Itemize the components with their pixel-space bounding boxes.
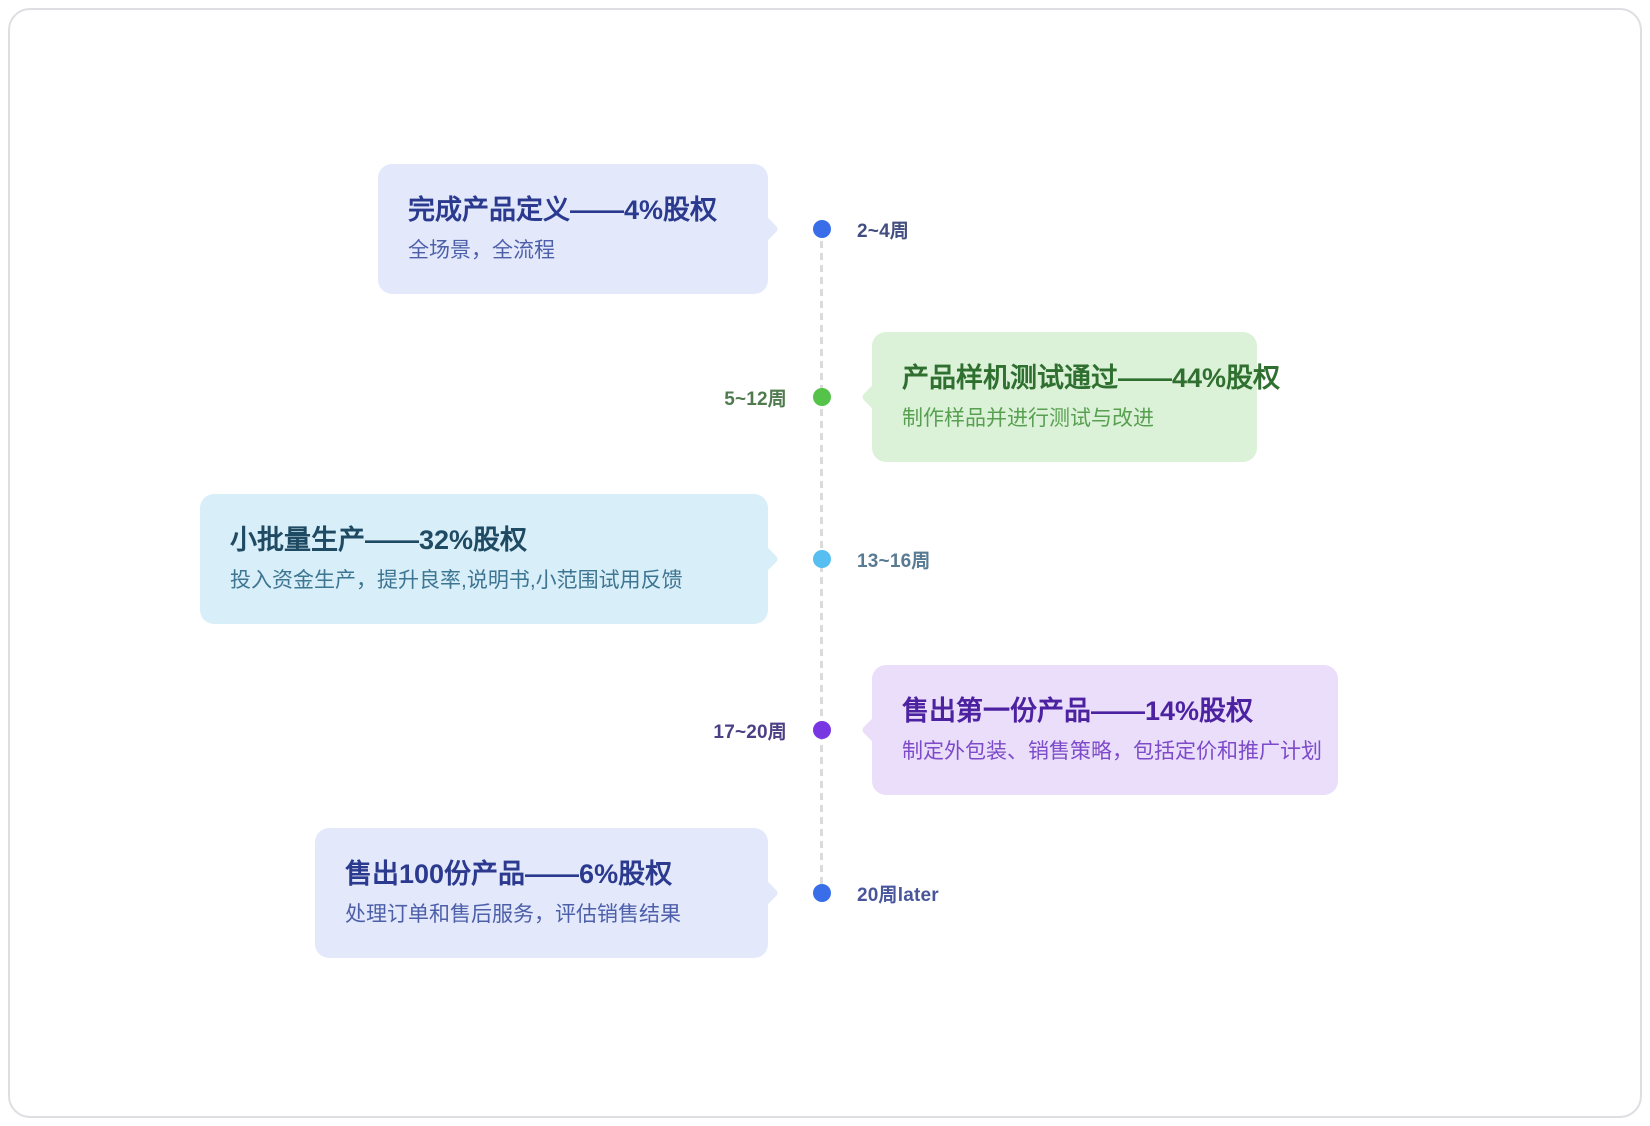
time-label-2: 5~12周 <box>724 388 787 410</box>
time-label-5: 20周later <box>857 884 939 906</box>
timeline-dot-2 <box>813 388 831 406</box>
time-label-1: 2~4周 <box>857 220 910 242</box>
milestone-card-2[interactable]: 产品样机测试通过——44%股权 制作样品并进行测试与改进 <box>860 332 1281 462</box>
milestone-title: 完成产品定义——4%股权 <box>408 194 718 225</box>
milestone-subtitle: 制作样品并进行测试与改进 <box>902 406 1154 430</box>
time-label-4: 17~20周 <box>713 721 787 743</box>
milestone-card-5[interactable]: 售出100份产品——6%股权 处理订单和售后服务，评估销售结果 <box>315 828 780 958</box>
timeline-dot-1 <box>813 220 831 238</box>
milestone-title: 售出100份产品——6%股权 <box>345 858 673 889</box>
milestone-subtitle: 全场景，全流程 <box>408 238 555 262</box>
milestone-card-3[interactable]: 小批量生产——32%股权 投入资金生产，提升良率,说明书,小范围试用反馈 <box>200 494 780 624</box>
milestone-title: 产品样机测试通过——44%股权 <box>902 362 1281 393</box>
time-label-3: 13~16周 <box>857 550 931 572</box>
timeline-dot-5 <box>813 884 831 902</box>
milestone-title: 售出第一份产品——14%股权 <box>902 695 1254 726</box>
milestone-subtitle: 制定外包装、销售策略，包括定价和推广计划 <box>902 739 1322 763</box>
milestone-subtitle: 投入资金生产，提升良率,说明书,小范围试用反馈 <box>230 568 683 592</box>
timeline-dot-4 <box>813 721 831 739</box>
timeline-dot-3 <box>813 550 831 568</box>
milestone-card-4[interactable]: 售出第一份产品——14%股权 制定外包装、销售策略，包括定价和推广计划 <box>860 665 1338 795</box>
milestone-title: 小批量生产——32%股权 <box>230 524 528 555</box>
milestone-card-1[interactable]: 完成产品定义——4%股权 全场景，全流程 <box>378 164 780 294</box>
milestone-subtitle: 处理订单和售后服务，评估销售结果 <box>345 902 681 926</box>
